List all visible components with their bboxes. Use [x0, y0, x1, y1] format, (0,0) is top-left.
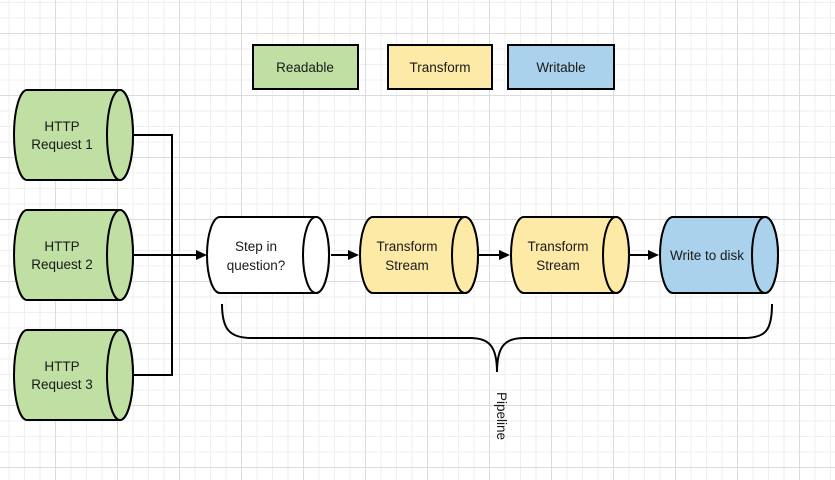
- node-label-line2: Request 3: [31, 377, 93, 392]
- node-http-request-2: HTTP Request 2: [13, 209, 134, 301]
- node-transform-stream-2: Transform Stream: [510, 216, 630, 294]
- node-label-line2: Stream: [385, 258, 429, 273]
- legend-item-readable: Readable: [252, 44, 359, 90]
- legend-swatch-transform: [387, 44, 493, 90]
- pipeline-brace: [221, 303, 773, 373]
- node-label-line2: Request 2: [31, 257, 93, 272]
- cylinder-cap: [302, 216, 330, 294]
- cylinder-cap: [751, 216, 779, 294]
- cylinder-cap: [106, 329, 134, 421]
- arrowhead-into-transform1-icon: [348, 250, 359, 260]
- pipeline-brace-label: Pipeline: [494, 392, 509, 440]
- node-http-request-1: HTTP Request 1: [13, 89, 134, 181]
- node-label-line1: HTTP: [44, 239, 79, 254]
- legend-item-transform: Transform: [387, 44, 493, 90]
- legend: Readable Transform Writable: [252, 44, 615, 90]
- node-label-line1: Transform: [527, 239, 588, 254]
- legend-label-transform: Transform: [409, 60, 470, 75]
- node-transform-stream-1: Transform Stream: [359, 216, 479, 294]
- cylinder-cap: [106, 209, 134, 301]
- legend-swatch-readable: [252, 44, 359, 90]
- cylinder-cap: [106, 89, 134, 181]
- cylinder-cap: [602, 216, 630, 294]
- node-label-line1: HTTP: [44, 359, 79, 374]
- arrowhead-into-write-icon: [648, 250, 659, 260]
- node-label-line2: Request 1: [31, 137, 93, 152]
- node-label-line1: Step in: [235, 239, 277, 254]
- node-label-line1: HTTP: [44, 119, 79, 134]
- node-label-line1: Transform: [376, 239, 437, 254]
- arrowhead-into-transform2-icon: [499, 250, 510, 260]
- node-label-line2: Stream: [536, 258, 580, 273]
- legend-label-writable: Writable: [536, 60, 585, 75]
- pipeline-group: Pipeline: [221, 303, 773, 440]
- legend-label-readable: Readable: [276, 60, 334, 75]
- node-step-in-question: Step in question?: [206, 216, 330, 294]
- node-write-to-disk: Write to disk: [659, 216, 779, 294]
- node-label: Write to disk: [670, 248, 744, 263]
- legend-item-writable: Writable: [507, 44, 615, 90]
- arrowhead-into-step-icon: [196, 250, 207, 260]
- cylinder-cap: [451, 216, 479, 294]
- legend-swatch-writable: [507, 44, 615, 90]
- node-label-line2: question?: [227, 258, 286, 273]
- node-http-request-3: HTTP Request 3: [13, 329, 134, 421]
- connectors: [133, 134, 659, 376]
